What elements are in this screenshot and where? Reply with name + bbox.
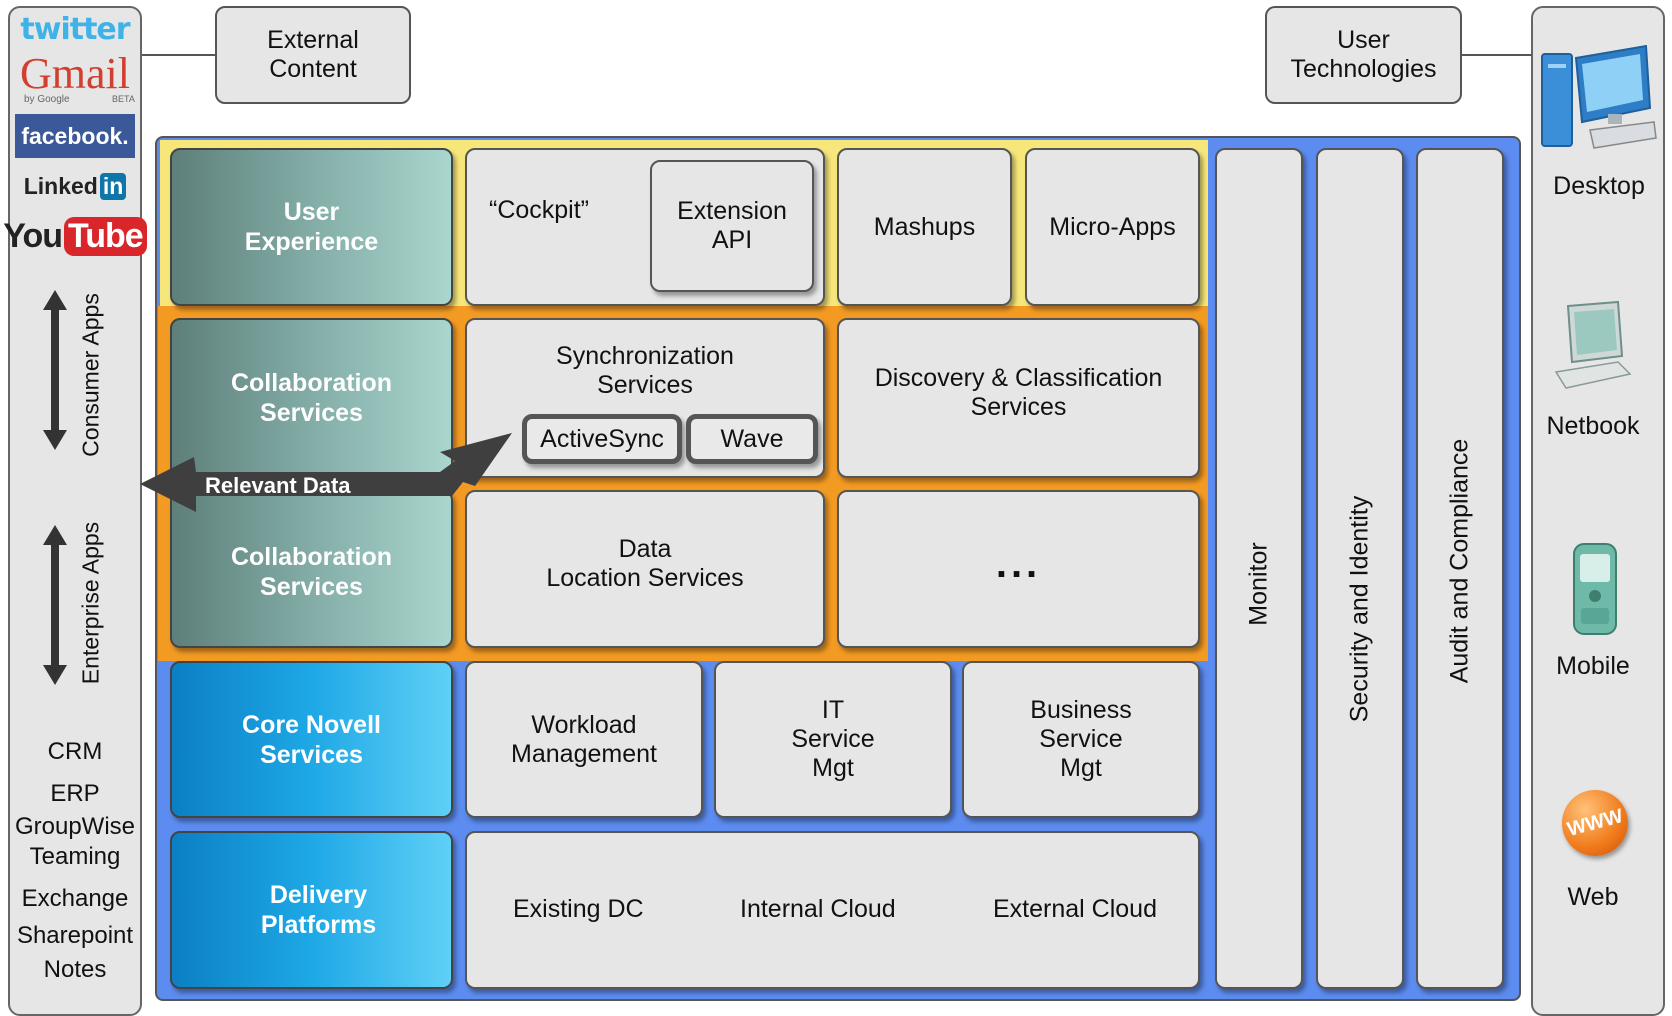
enterprise-item-notes: Notes [43,956,107,983]
external-content-connector [142,54,216,56]
ellipsis-box: ... [837,490,1200,648]
audit-compliance-column: Audit and Compliance [1416,148,1504,989]
twitter-logo: twitter [20,12,130,47]
desktop-label: Desktop [1553,172,1645,200]
enterprise-item-teaming: Teaming [29,843,121,870]
external-cloud-text: External Cloud [993,895,1157,923]
enterprise-item-sharepoint: Sharepoint [16,922,134,949]
monitor-text: Monitor [1244,541,1273,626]
ellipsis-text: ... [995,541,1042,586]
enterprise-item-erp: ERP [50,780,100,807]
internal-cloud-text: Internal Cloud [740,895,896,923]
web-icon: WWW [1562,790,1628,856]
user-experience-label: User Experience [170,148,453,306]
enterprise-apps-label: Enterprise Apps [74,515,108,690]
enterprise-apps-text: Enterprise Apps [77,521,104,684]
wave-box: Wave [686,414,818,464]
data-location-services-box: Data Location Services [465,490,825,648]
discovery-classification-box: Discovery & Classification Services [837,318,1200,478]
facebook-logo: facebook. [15,114,135,158]
mobile-label: Mobile [1556,652,1630,680]
consumer-apps-text: Consumer Apps [77,293,104,457]
micro-apps-box: Micro-Apps [1025,148,1200,306]
business-service-mgt-box: Business Service Mgt [962,661,1200,818]
gmail-by-google: by Google [24,94,70,105]
existing-dc-text: Existing DC [513,895,644,923]
youtube-you: You [3,216,63,255]
youtube-tube: Tube [64,216,147,256]
delivery-platforms-box: Existing DC Internal Cloud External Clou… [465,831,1200,989]
cockpit-text: “Cockpit” [489,196,590,224]
collaboration-services-label-2: Collaboration Services [170,490,453,648]
relevant-data-arrow [140,433,512,512]
security-identity-text: Security and Identity [1345,495,1374,722]
user-technologies-box: User Technologies [1265,6,1462,104]
mashups-box: Mashups [837,148,1012,306]
enterprise-item-exchange: Exchange [21,885,129,912]
workload-management-box: Workload Management [465,661,703,818]
consumer-apps-label: Consumer Apps [74,290,108,460]
youtube-logo: You Tube [3,212,147,260]
user-tech-connector [1462,54,1532,56]
extension-api-box: Extension API [650,160,814,292]
enterprise-apps-arrow [43,525,67,685]
enterprise-item-crm: CRM [47,738,103,765]
netbook-icon [1554,300,1632,389]
gmail-wordmark: Gmail [20,49,130,98]
it-service-mgt-box: IT Service Mgt [714,661,952,818]
linkedin-in-badge: in [99,172,127,200]
gmail-logo: Gmail by Google BETA [14,49,136,106]
synchronization-services-text: Synchronization Services [556,342,734,399]
external-content-box: External Content [215,6,411,104]
mobile-icon [1573,543,1617,635]
monitor-column: Monitor [1215,148,1303,989]
delivery-platforms-label: Delivery Platforms [170,831,453,989]
security-identity-column: Security and Identity [1316,148,1404,989]
web-icon-text: WWW [1564,804,1626,841]
collaboration-services-label-1: Collaboration Services [170,318,453,478]
linkedin-logo: Linked in [15,168,135,204]
relevant-data-label: Relevant Data [205,473,351,498]
web-label: Web [1567,883,1619,911]
desktop-icon [1541,44,1657,149]
audit-compliance-text: Audit and Compliance [1445,438,1474,683]
right-sidebar [1531,6,1665,1016]
gmail-beta: BETA [112,94,135,104]
enterprise-item-groupwise: GroupWise [14,813,136,840]
netbook-label: Netbook [1546,412,1640,440]
activesync-box: ActiveSync [522,414,682,464]
linkedin-text: Linked [23,172,98,199]
consumer-apps-arrow [43,290,67,450]
core-novell-services-label: Core Novell Services [170,661,453,818]
